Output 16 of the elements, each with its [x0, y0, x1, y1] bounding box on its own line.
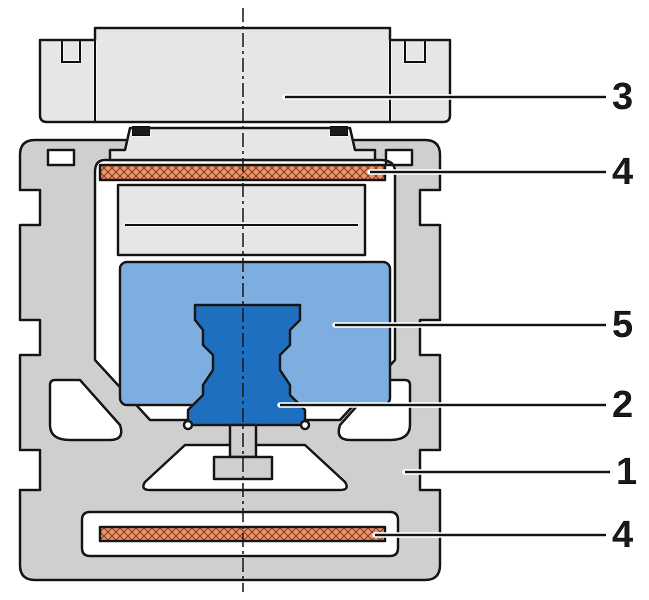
callout-number: 3 — [612, 78, 634, 116]
leader-line — [277, 402, 609, 408]
leader-line — [372, 532, 609, 538]
callout-number: 5 — [612, 306, 634, 344]
rail-drawing — [182, 304, 310, 480]
leader-line — [402, 469, 613, 475]
callout-number: 4 — [612, 516, 634, 554]
strip-drawing — [98, 526, 386, 542]
callout-number: 1 — [616, 453, 638, 491]
leader-line — [367, 169, 609, 175]
strip-drawing — [98, 164, 386, 182]
callout-number: 2 — [612, 386, 634, 424]
cover-drawing — [38, 26, 452, 256]
leader-line — [332, 322, 609, 328]
leader-line — [282, 94, 609, 100]
callout-number: 4 — [612, 153, 634, 191]
